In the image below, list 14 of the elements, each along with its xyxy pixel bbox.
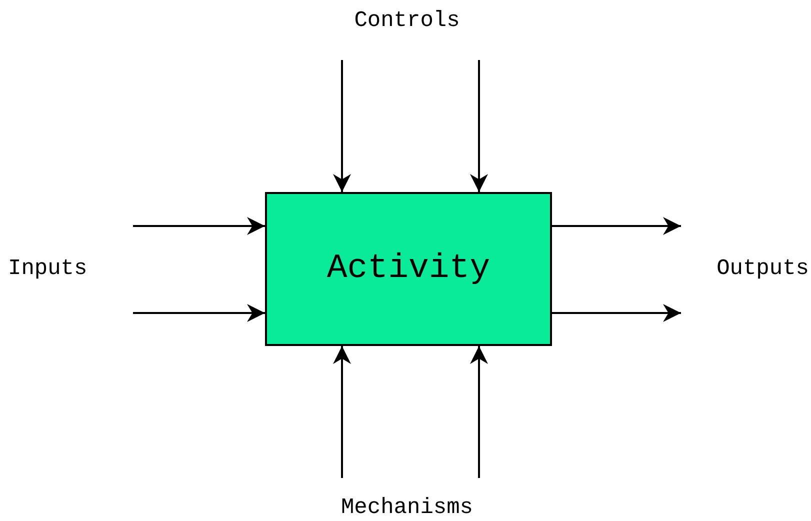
- label: Controls: [354, 8, 460, 33]
- arrow: [470, 60, 488, 192]
- arrow: [133, 217, 265, 235]
- arrow: [470, 346, 488, 478]
- label: Outputs: [716, 256, 809, 280]
- arrow: [333, 60, 351, 192]
- label: Mechanisms: [340, 495, 474, 520]
- arrow: [333, 346, 351, 478]
- label: Inputs: [8, 256, 88, 280]
- activity-label: Activity: [326, 250, 490, 288]
- activity-box: [265, 192, 552, 346]
- arrow: [133, 304, 265, 322]
- arrow: [552, 217, 681, 235]
- arrow: [552, 304, 681, 322]
